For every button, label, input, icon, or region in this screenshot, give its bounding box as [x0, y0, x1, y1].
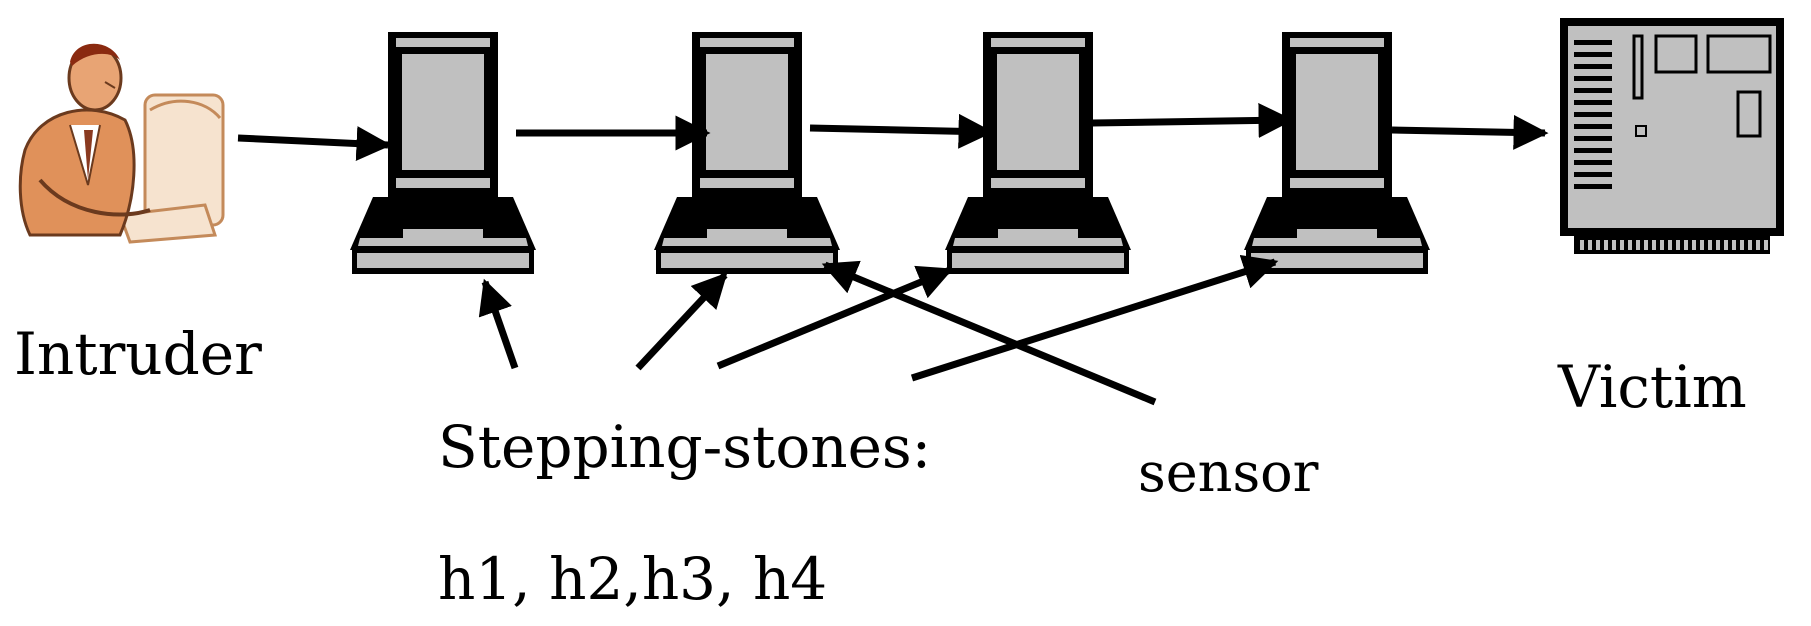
intruder-label: Intruder — [14, 320, 262, 388]
connection-arrows — [237, 102, 1549, 162]
victim-label: Victim — [1558, 353, 1747, 421]
laptop-icon — [654, 32, 840, 274]
sensor-arrow-h4 — [910, 254, 1279, 382]
laptop-icon — [945, 32, 1131, 274]
laptop-icon — [350, 32, 536, 274]
hosts-label: h1, h2,h3, h4 — [438, 545, 828, 613]
edge-intruder-h1 — [237, 126, 392, 162]
laptop-icon — [1244, 32, 1430, 274]
sensor-arrow-h3 — [716, 265, 954, 370]
server-icon — [1560, 18, 1784, 254]
sensor-arrows — [478, 254, 1279, 406]
sensor-arrow-h2b — [821, 260, 1157, 406]
edge-h4-victim — [1391, 114, 1549, 150]
edge-h2-h3 — [809, 113, 994, 149]
sensor-label: sensor — [1138, 441, 1319, 504]
intruder-icon — [18, 43, 225, 244]
sensor-arrow-h1 — [478, 278, 519, 370]
edge-h3-h4 — [1091, 102, 1294, 138]
stepping-stones-label: Stepping-stones: — [438, 413, 932, 481]
sensor-arrow-h2 — [635, 272, 728, 371]
